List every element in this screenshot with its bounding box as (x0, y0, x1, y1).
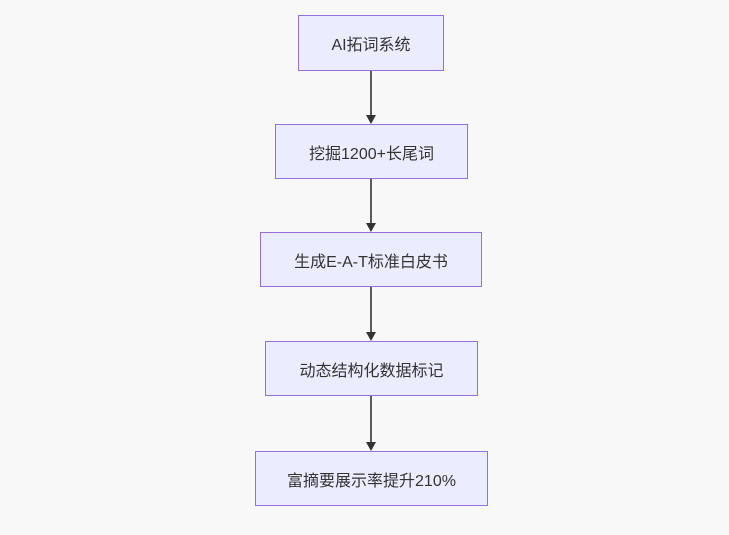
flowchart-node-structured-data: 动态结构化数据标记 (265, 341, 478, 396)
arrowhead-down-icon (366, 223, 376, 232)
edge-line (370, 396, 372, 442)
flowchart-node-eat-whitepaper: 生成E-A-T标准白皮书 (260, 232, 482, 287)
arrowhead-down-icon (366, 115, 376, 124)
flowchart-node-ai-system: AI拓词系统 (298, 15, 444, 71)
edge-line (370, 71, 372, 116)
arrowhead-down-icon (366, 442, 376, 451)
edge-line (370, 179, 372, 224)
edge-line (370, 287, 372, 333)
flowchart-node-rich-snippet-rate: 富摘要展示率提升210% (255, 451, 488, 506)
arrowhead-down-icon (366, 332, 376, 341)
flowchart-node-longtail-keywords: 挖掘1200+长尾词 (275, 124, 468, 179)
